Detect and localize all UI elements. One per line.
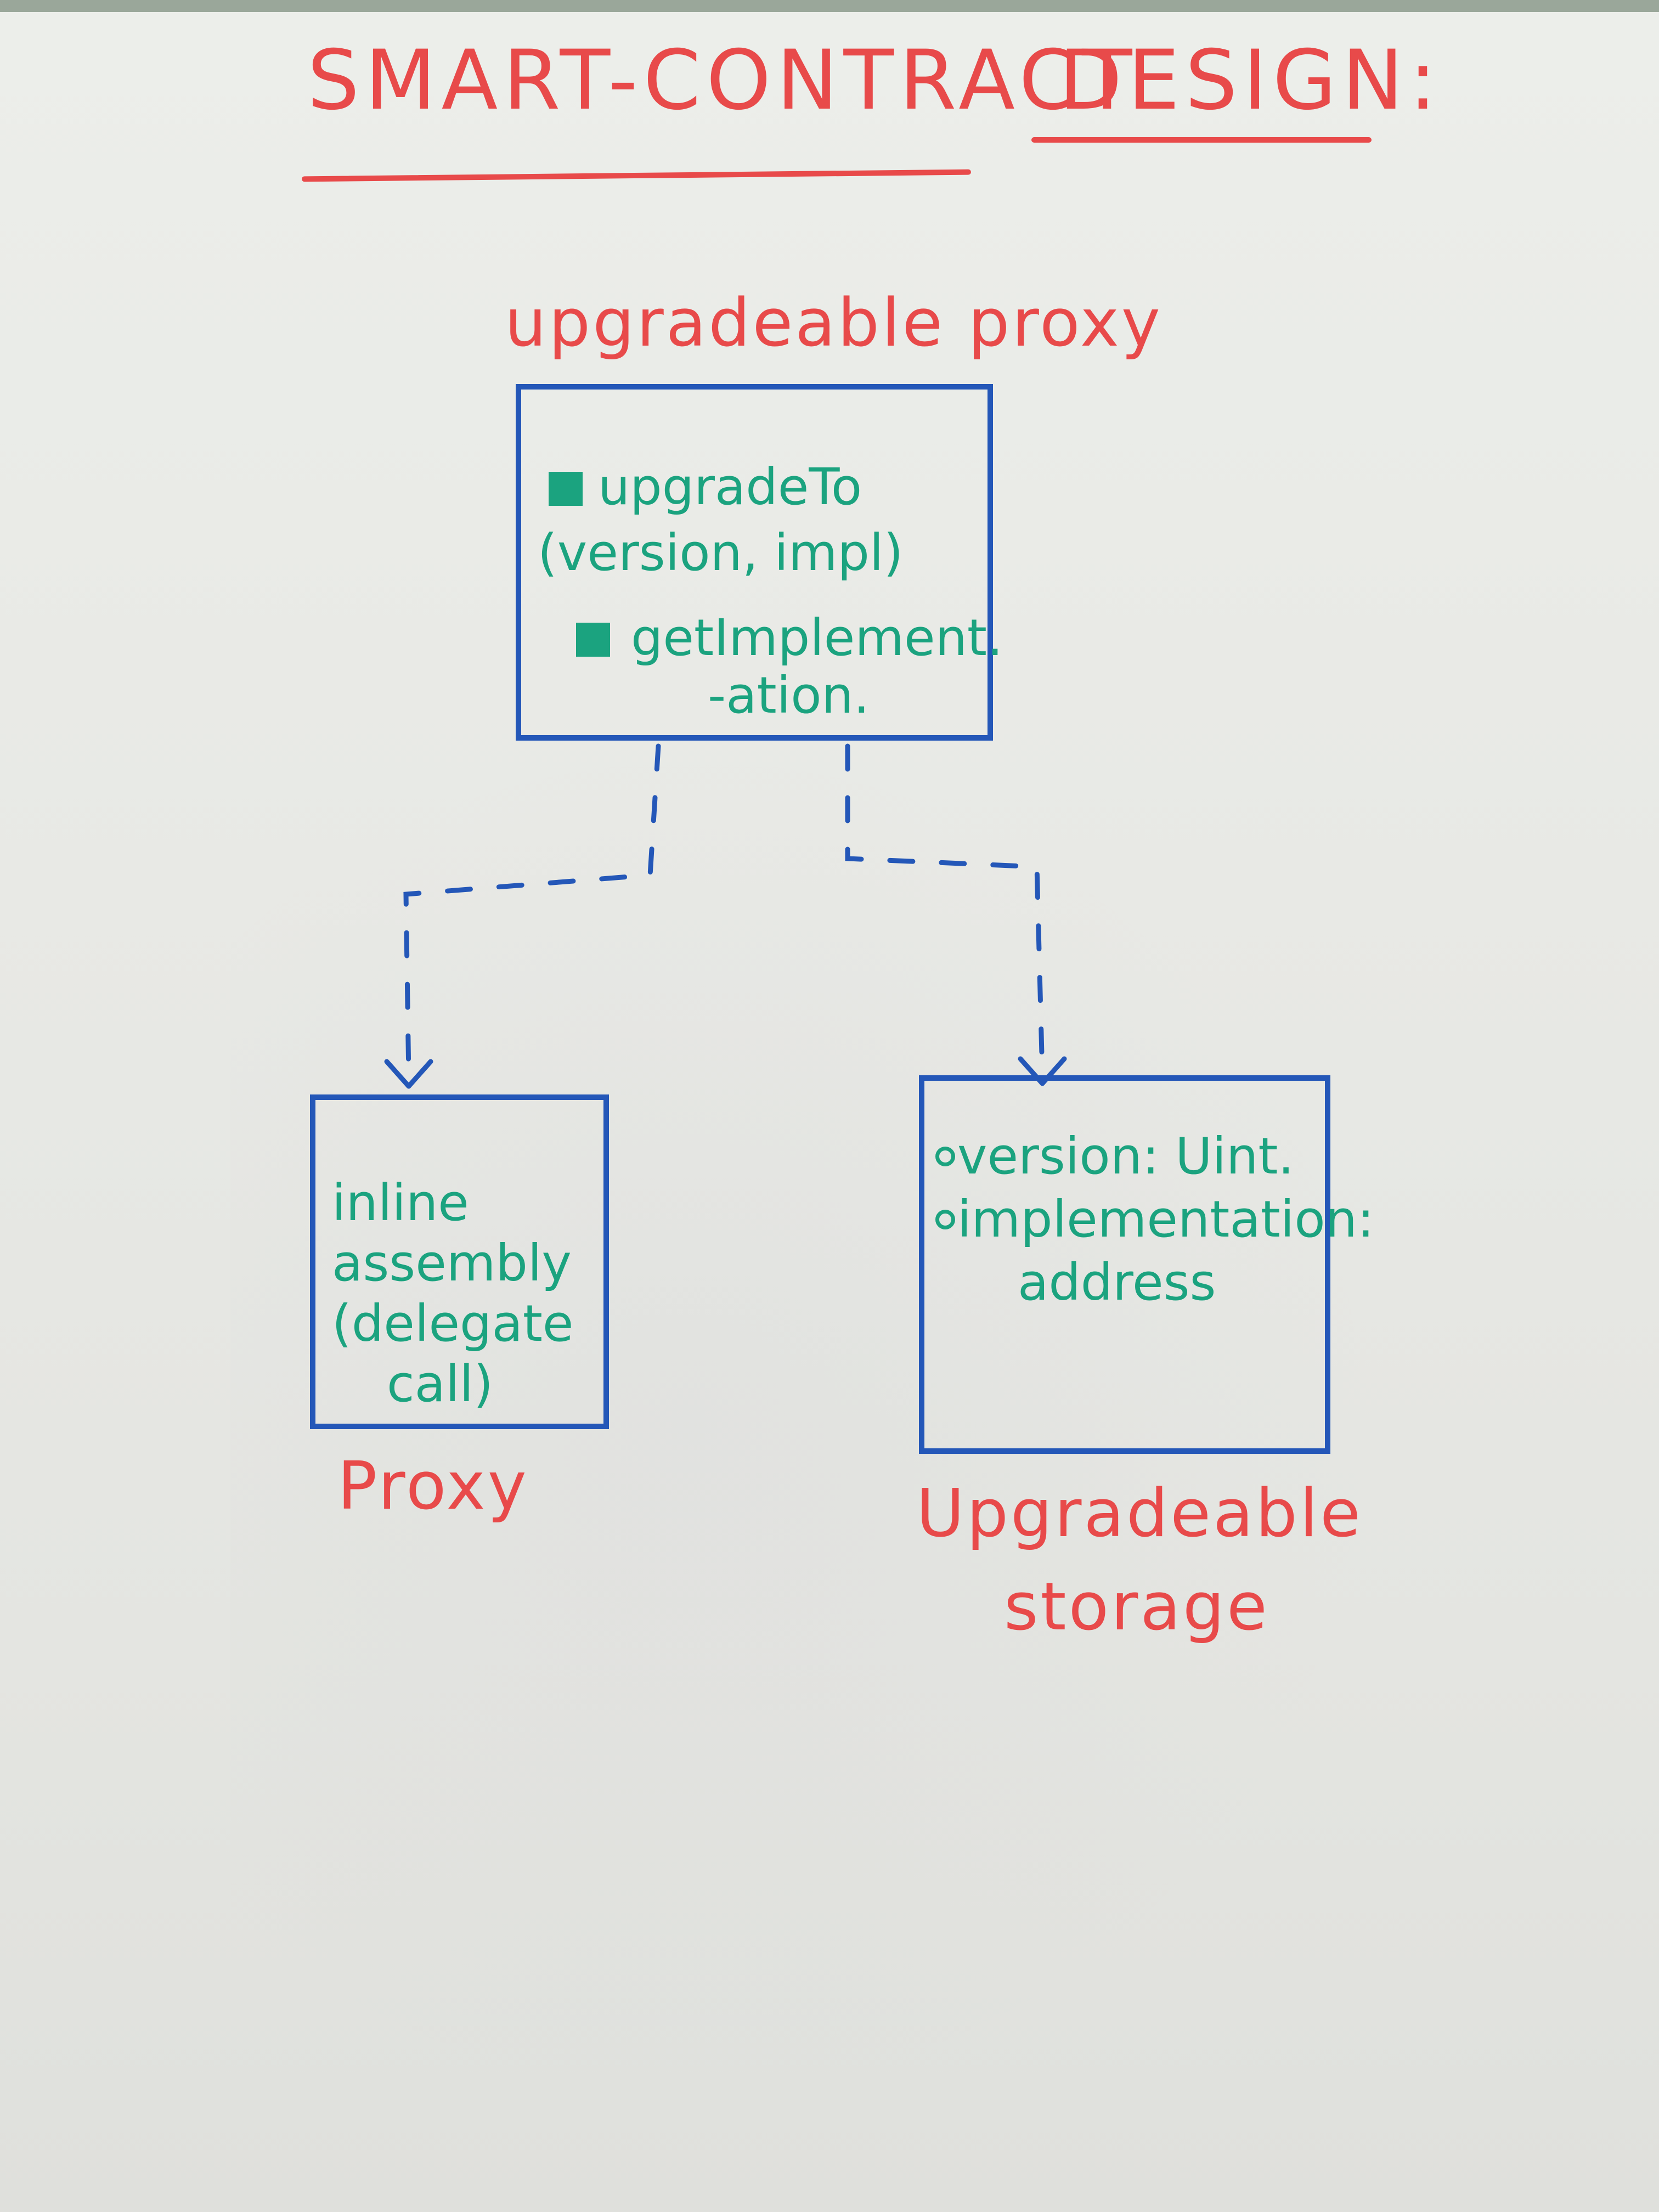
getimplementation-method: getImplement. [631,608,1003,667]
getimplementation-method-cont: -ation. [708,666,870,725]
storage-field-implementation: implementation: [957,1190,1374,1249]
square-bullet-icon [576,623,610,657]
storage-field-version: version: Uint. [957,1127,1294,1186]
proxy-note-line4: call) [387,1355,493,1413]
square-bullet-icon [549,472,583,506]
title-smart-contract: SMART-CONTRACT [307,33,1138,128]
upgradeable-storage-label-line2: storage [1004,1569,1269,1645]
upgradeto-method: upgradeTo [598,458,862,516]
proxy-note-line3: (delegate [332,1294,574,1353]
circle-bullet-icon [935,1147,955,1166]
whiteboard-frame-edge [0,0,1659,12]
edge-to-storage [845,743,1045,1078]
upgradeable-proxy-box: upgradeTo (version, impl) getImplement. … [516,384,1003,741]
proxy-note-line2: assembly [332,1234,572,1293]
edge-to-proxy [403,743,661,1081]
upgradeable-storage-label-line1: Upgradeable [916,1476,1363,1552]
storage-field-implementation-type: address [1018,1253,1216,1312]
proxy-label: Proxy [337,1448,529,1525]
upgradeto-params: (version, impl) [538,523,904,582]
title-underline-2 [1031,137,1372,143]
proxy-note-line1: inline [332,1173,469,1232]
arrowhead-proxy [384,1059,433,1089]
circle-bullet-icon [935,1210,955,1229]
upgradeable-proxy-label: upgradeable proxy [505,285,1163,362]
proxy-box: inline assembly (delegate call) [310,1094,609,1429]
arrowhead-storage [1018,1056,1067,1086]
title-design: DESIGN: [1059,33,1442,128]
upgradeable-storage-box: version: Uint. implementation: address [919,1075,1374,1454]
